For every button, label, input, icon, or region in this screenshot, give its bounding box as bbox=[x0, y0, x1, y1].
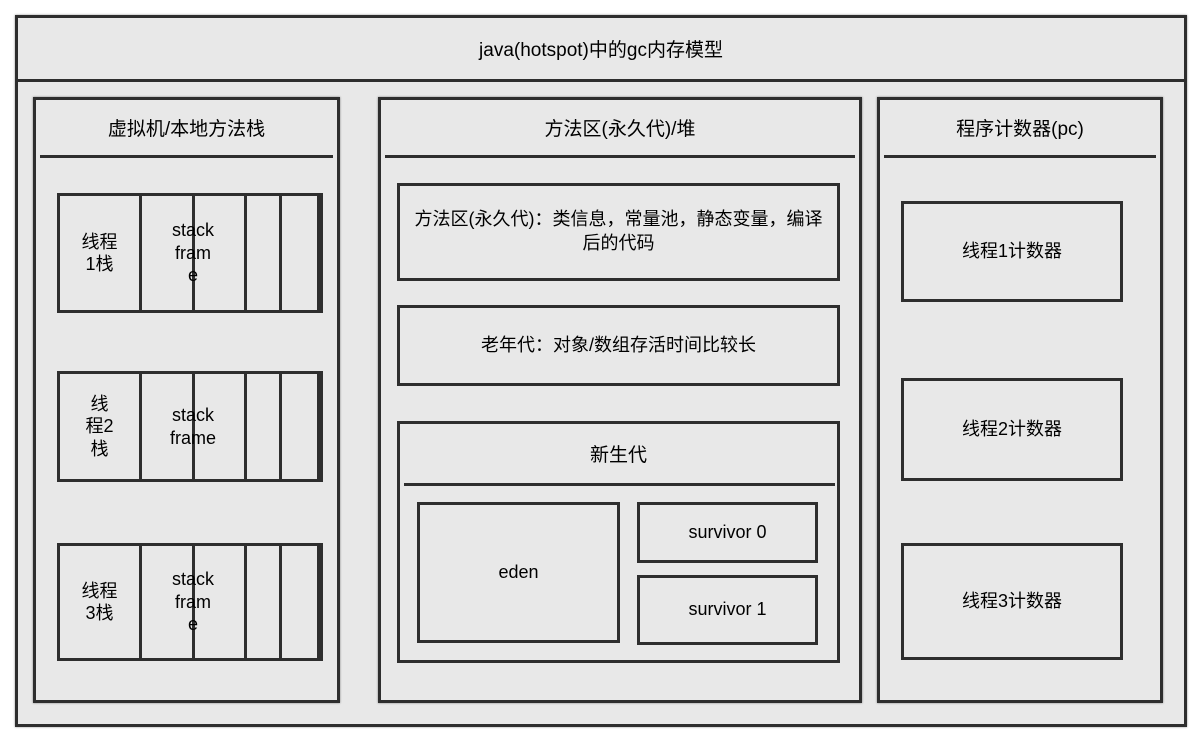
thread-3-stack-box: 线程3栈 stack frame bbox=[57, 543, 323, 661]
survivor-1-label: survivor 1 bbox=[688, 599, 767, 620]
thread-2-counter-label: 线程2计数器 bbox=[961, 418, 1062, 439]
method-area-box: 方法区(永久代)：类信息，常量池，静态变量，编译后的代码 bbox=[397, 183, 840, 281]
stack-frame-cell bbox=[247, 546, 282, 658]
panel-program-counters-header: 程序计数器(pc) bbox=[956, 119, 1084, 140]
old-generation-label: 老年代：对象/数组存活时间比较长 bbox=[481, 334, 756, 355]
stack-frame-cell bbox=[195, 546, 247, 658]
thread-3-counter-box: 线程3计数器 bbox=[901, 543, 1123, 660]
stack-frame-cell bbox=[247, 196, 282, 310]
thread-2-stack-box: 线程2栈 stack frame bbox=[57, 371, 323, 482]
stack-frame-cell bbox=[247, 374, 282, 479]
diagram-title-bar: java(hotspot)中的gc内存模型 bbox=[18, 18, 1184, 82]
thread-2-stack-label-cell: 线程2栈 bbox=[60, 374, 142, 479]
survivor-1-box: survivor 1 bbox=[637, 575, 818, 645]
young-generation-box: 新生代 eden survivor 0 survivor 1 bbox=[397, 421, 840, 663]
thread-1-stack-label-cell: 线程1栈 bbox=[60, 196, 142, 310]
panel-program-counters: 程序计数器(pc) 线程1计数器 线程2计数器 线程3计数器 bbox=[877, 97, 1163, 703]
panel-method-area-heap: 方法区(永久代)/堆 方法区(永久代)：类信息，常量池，静态变量，编译后的代码 … bbox=[378, 97, 862, 703]
header-separator bbox=[404, 483, 835, 486]
thread-3-counter-label: 线程3计数器 bbox=[961, 590, 1062, 611]
thread-1-counter-label: 线程1计数器 bbox=[961, 240, 1062, 261]
young-generation-header: 新生代 bbox=[589, 445, 647, 466]
thread-2-counter-box: 线程2计数器 bbox=[901, 378, 1123, 481]
thread-2-stack-label: 线程2栈 bbox=[85, 393, 114, 459]
stack-frame-cell bbox=[282, 374, 320, 479]
survivor-0-box: survivor 0 bbox=[637, 502, 818, 563]
old-generation-box: 老年代：对象/数组存活时间比较长 bbox=[397, 305, 840, 386]
header-separator bbox=[385, 155, 855, 158]
stack-frame-cell bbox=[195, 196, 247, 310]
stack-frame-cell bbox=[282, 546, 320, 658]
panel-method-area-heap-header: 方法区(永久代)/堆 bbox=[544, 119, 696, 140]
header-separator bbox=[40, 155, 333, 158]
stack-frame-cell bbox=[142, 546, 195, 658]
stack-frame-cell bbox=[282, 196, 320, 310]
survivor-0-label: survivor 0 bbox=[688, 521, 767, 542]
eden-box: eden bbox=[417, 502, 620, 643]
thread-3-stack-label-cell: 线程3栈 bbox=[60, 546, 142, 658]
diagram-title: java(hotspot)中的gc内存模型 bbox=[479, 40, 723, 61]
header-separator bbox=[884, 155, 1156, 158]
panel-vm-stacks: 虚拟机/本地方法栈 线程1栈 stack frame 线程2栈 bbox=[33, 97, 340, 703]
method-area-label: 方法区(永久代)：类信息，常量池，静态变量，编译后的代码 bbox=[414, 209, 823, 253]
stack-frame-cell bbox=[195, 374, 247, 479]
eden-label: eden bbox=[498, 561, 539, 582]
thread-3-stack-label: 线程3栈 bbox=[81, 580, 118, 624]
thread-1-stack-box: 线程1栈 stack frame bbox=[57, 193, 323, 313]
stack-frame-cell bbox=[142, 374, 195, 479]
gc-memory-model-diagram: java(hotspot)中的gc内存模型 虚拟机/本地方法栈 线程1栈 sta… bbox=[15, 15, 1187, 727]
thread-1-counter-box: 线程1计数器 bbox=[901, 201, 1123, 302]
stack-frame-cell bbox=[142, 196, 195, 310]
thread-1-stack-label: 线程1栈 bbox=[81, 231, 118, 275]
panel-vm-stacks-header: 虚拟机/本地方法栈 bbox=[107, 119, 266, 140]
